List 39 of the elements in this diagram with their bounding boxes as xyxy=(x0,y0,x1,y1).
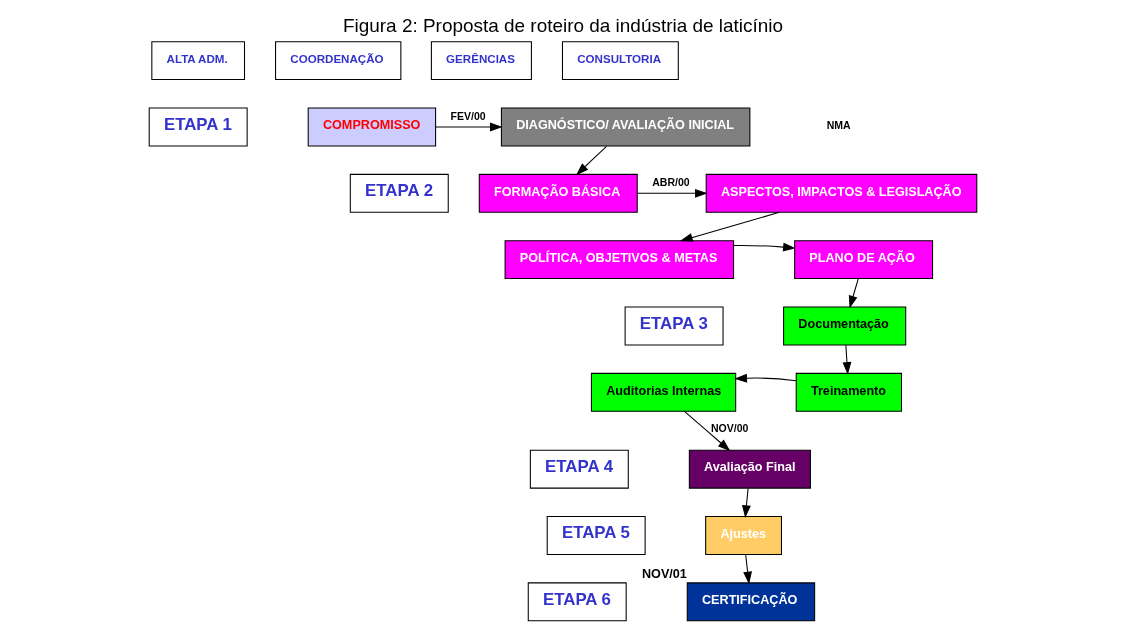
node-box: ETAPA 6 xyxy=(527,582,627,622)
node-box: Treinamento xyxy=(795,372,902,412)
arrow xyxy=(434,122,503,132)
node-box: ASPECTOS, IMPACTOS & LEGISLAÇÃO xyxy=(705,173,977,213)
node-box: ETAPA 4 xyxy=(529,449,629,489)
node-box: POLÍTICA, OBJETIVOS & METAS xyxy=(504,240,734,280)
node-box: CONSULTORIA xyxy=(561,41,679,81)
node-box: Auditorias Internas xyxy=(590,372,736,412)
arrow xyxy=(742,554,752,585)
node-box: FORMAÇÃO BÁSICA xyxy=(478,173,638,213)
node-box: ETAPA 2 xyxy=(349,173,449,213)
diagram-title: Figura 2: Proposta de roteiro da indústria de laticínio xyxy=(342,14,783,36)
edge-label: FEV/00 xyxy=(450,109,486,122)
node-box: DIAGNÓSTICO/ AVALIAÇÃO INICIAL xyxy=(500,107,750,147)
edge-label: ABR/00 xyxy=(651,175,690,188)
node-box: Documentação xyxy=(782,306,906,346)
node-box: COMPROMISSO xyxy=(307,107,436,147)
arrow xyxy=(733,373,796,383)
node-box: ETAPA 5 xyxy=(546,516,646,555)
arrow xyxy=(732,242,796,252)
node-box: Avaliação Final xyxy=(688,449,811,489)
node-box: GERÊNCIAS xyxy=(430,41,532,81)
edge-label: NOV/00 xyxy=(710,422,748,435)
arrow xyxy=(636,188,708,198)
node-box: CERTIFICAÇÃO xyxy=(686,582,815,622)
node-box: Ajustes xyxy=(704,516,782,555)
node-box: COORDENAÇÃO xyxy=(274,41,401,81)
node-label: NOV/01 xyxy=(641,567,687,582)
label: NMA xyxy=(826,118,851,131)
node-box: PLANO DE AÇÃO xyxy=(793,240,933,280)
node-box: ALTA ADM. xyxy=(150,41,245,81)
arrow xyxy=(741,487,751,518)
node-box: ETAPA 1 xyxy=(148,107,248,147)
node-box: ETAPA 3 xyxy=(624,306,724,346)
arrow xyxy=(575,145,607,176)
arrow xyxy=(683,410,730,452)
arrow xyxy=(848,278,859,309)
arrow xyxy=(842,344,851,375)
arrow xyxy=(679,211,780,242)
